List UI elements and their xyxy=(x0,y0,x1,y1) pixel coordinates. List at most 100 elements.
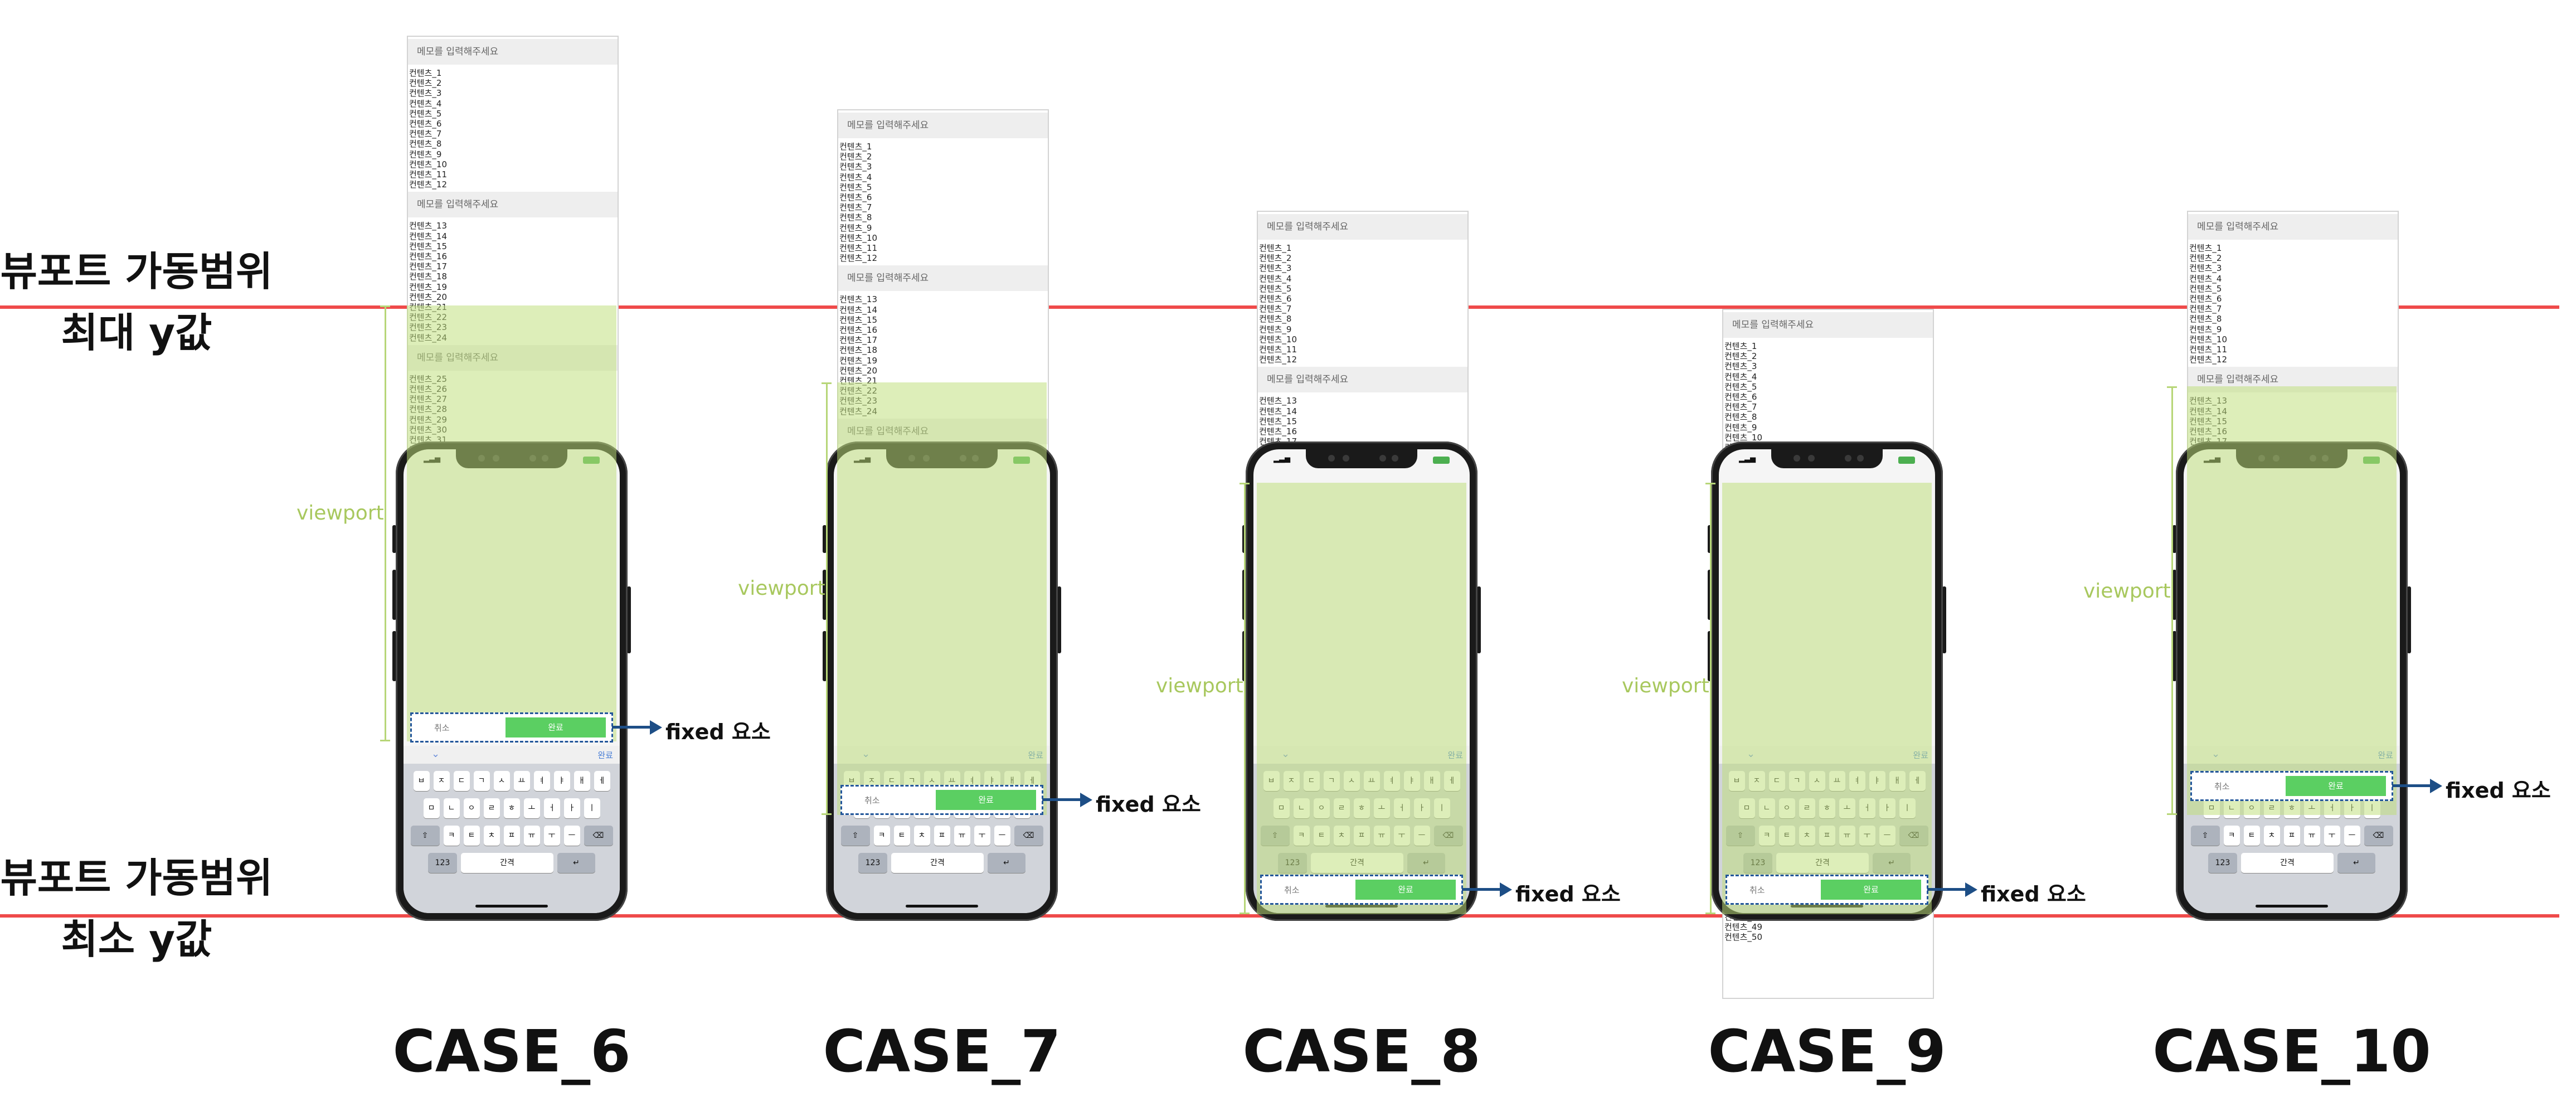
viewport-bracket xyxy=(380,305,390,741)
keyboard-key[interactable]: ㅋ xyxy=(873,826,890,846)
memo-input-placeholder[interactable]: 메모를 입력해주세요 xyxy=(838,265,1048,292)
keyboard-key-123[interactable]: 123 xyxy=(428,853,457,873)
keyboard-key[interactable]: ㅡ xyxy=(994,826,1010,846)
memo-content-item: 컨텐츠_3 xyxy=(839,162,872,172)
memo-input-placeholder[interactable]: 메모를 입력해주세요 xyxy=(1723,312,1933,338)
keyboard-key[interactable]: ⌫ xyxy=(584,826,613,846)
keyboard-key[interactable]: ⇧ xyxy=(840,826,870,846)
keyboard-key[interactable]: ㅏ xyxy=(563,798,580,818)
keyboard-key[interactable]: ㅌ xyxy=(893,826,910,846)
memo-content-item: 컨텐츠_8 xyxy=(409,139,442,149)
keyboard-key[interactable]: ㅜ xyxy=(974,826,990,846)
confirm-button[interactable]: 완료 xyxy=(1821,880,1921,900)
keyboard-key[interactable]: ㅁ xyxy=(423,798,440,818)
keyboard-key[interactable]: ㅋ xyxy=(2223,826,2240,846)
keyboard-key[interactable]: ⇧ xyxy=(2190,826,2220,846)
keyboard-key[interactable]: ㅇ xyxy=(463,798,480,818)
phone-side-button xyxy=(823,525,827,553)
keyboard-key[interactable]: ㄹ xyxy=(483,798,500,818)
keyboard-done-button[interactable]: 완료 xyxy=(597,750,613,760)
confirm-button[interactable]: 완료 xyxy=(2286,776,2386,796)
phone-side-button xyxy=(1708,525,1712,553)
keyboard-key[interactable]: ㅔ xyxy=(594,771,610,791)
cancel-button[interactable]: 취소 xyxy=(1284,885,1300,895)
keyboard-key[interactable]: ㅍ xyxy=(503,826,520,846)
keyboard-key-space[interactable]: 간격 xyxy=(461,853,553,873)
memo-content-item: 컨텐츠_4 xyxy=(1259,273,1292,284)
keyboard-key[interactable]: ㅌ xyxy=(463,826,480,846)
keyboard-key[interactable]: ㅈ xyxy=(433,771,450,791)
memo-content-item: 컨텐츠_16 xyxy=(409,251,447,262)
keyboard-key[interactable]: ㅡ xyxy=(2344,826,2360,846)
keyboard-key-return[interactable]: ↵ xyxy=(988,853,1025,873)
keyboard-key[interactable]: ㅎ xyxy=(503,798,520,818)
memo-content-item: 컨텐츠_3 xyxy=(409,88,442,99)
keyboard-key[interactable]: ㅠ xyxy=(954,826,970,846)
memo-input-placeholder[interactable]: 메모를 입력해주세요 xyxy=(838,113,1048,138)
confirm-button[interactable]: 완료 xyxy=(936,790,1036,810)
memo-input-placeholder[interactable]: 메모를 입력해주세요 xyxy=(408,39,618,65)
chevron-down-icon[interactable]: ⌄ xyxy=(431,748,440,760)
keyboard-key[interactable]: ㄱ xyxy=(473,771,490,791)
fixed-arrow-line xyxy=(1462,888,1501,891)
keyboard-key[interactable]: ㅂ xyxy=(413,771,430,791)
keyboard-key[interactable]: ㅕ xyxy=(533,771,550,791)
keyboard-key[interactable]: ㅌ xyxy=(2243,826,2260,846)
viewport-bracket xyxy=(822,382,832,815)
keyboard-key[interactable]: ㅐ xyxy=(573,771,590,791)
viewport-label: viewport xyxy=(297,502,384,525)
keyboard-key[interactable]: ㅋ xyxy=(443,826,460,846)
keyboard-key[interactable]: ㅠ xyxy=(2303,826,2320,846)
keyboard-key[interactable]: ⇧ xyxy=(410,826,440,846)
keyboard-key[interactable]: ㅓ xyxy=(543,798,560,818)
keyboard-key[interactable]: ㅊ xyxy=(913,826,930,846)
keyboard-key[interactable]: ㅗ xyxy=(523,798,540,818)
keyboard-key-return[interactable]: ↵ xyxy=(557,853,595,873)
cancel-button[interactable]: 취소 xyxy=(1749,885,1765,895)
fixed-element-label: fixed 요소 xyxy=(1096,792,1201,817)
memo-input-placeholder[interactable]: 메모를 입력해주세요 xyxy=(1258,214,1467,240)
memo-content-item: 컨텐츠_4 xyxy=(839,172,872,182)
memo-content-item: 컨텐츠_4 xyxy=(2189,273,2222,284)
memo-input-placeholder[interactable]: 메모를 입력해주세요 xyxy=(408,192,618,218)
cancel-button[interactable]: 취소 xyxy=(434,723,450,733)
keyboard-key[interactable]: ㅜ xyxy=(543,826,560,846)
keyboard-key[interactable]: ㅜ xyxy=(2324,826,2340,846)
keyboard-key[interactable]: ㅍ xyxy=(934,826,950,846)
phone-side-button xyxy=(392,570,396,620)
memo-content-item: 컨텐츠_10 xyxy=(839,232,877,243)
keyboard-key[interactable]: ㅅ xyxy=(493,771,510,791)
keyboard-key[interactable]: ㅡ xyxy=(563,826,580,846)
keyboard-key[interactable]: ㅊ xyxy=(2263,826,2280,846)
keyboard-key[interactable]: ㅑ xyxy=(553,771,570,791)
keyboard-key[interactable]: ⌫ xyxy=(1014,826,1043,846)
keyboard-key[interactable]: ⌫ xyxy=(2364,826,2393,846)
keyboard-key[interactable]: ㅛ xyxy=(513,771,530,791)
memo-content-item: 컨텐츠_6 xyxy=(2189,294,2222,304)
keyboard-key-space[interactable]: 간격 xyxy=(891,853,984,873)
keyboard-key[interactable]: ㄷ xyxy=(453,771,470,791)
camera-dot xyxy=(1808,455,1815,462)
battery-icon xyxy=(1433,457,1450,464)
fixed-element-label: fixed 요소 xyxy=(2446,778,2551,803)
cancel-button[interactable]: 취소 xyxy=(864,795,880,806)
confirm-button[interactable]: 완료 xyxy=(1355,880,1456,900)
cancel-button[interactable]: 취소 xyxy=(2214,782,2230,792)
keyboard-key-return[interactable]: ↵ xyxy=(2337,853,2375,873)
keyboard-key[interactable]: ㅠ xyxy=(523,826,540,846)
keyboard-key[interactable]: ㅊ xyxy=(483,826,500,846)
confirm-button[interactable]: 완료 xyxy=(506,717,606,737)
memo-content-item: 컨텐츠_20 xyxy=(839,365,877,376)
keyboard-key[interactable]: ㄴ xyxy=(443,798,460,818)
keyboard-key-123[interactable]: 123 xyxy=(858,853,887,873)
keyboard-key[interactable]: ㅍ xyxy=(2283,826,2300,846)
memo-content-item: 컨텐츠_11 xyxy=(409,169,447,180)
keyboard-key-space[interactable]: 간격 xyxy=(2241,853,2334,873)
keyboard-key[interactable]: ㅣ xyxy=(584,798,600,818)
memo-input-placeholder[interactable]: 메모를 입력해주세요 xyxy=(1258,367,1467,393)
memo-input-placeholder[interactable]: 메모를 입력해주세요 xyxy=(2188,214,2398,240)
memo-content-item: 컨텐츠_8 xyxy=(839,212,872,223)
keyboard-key-123[interactable]: 123 xyxy=(2208,853,2237,873)
